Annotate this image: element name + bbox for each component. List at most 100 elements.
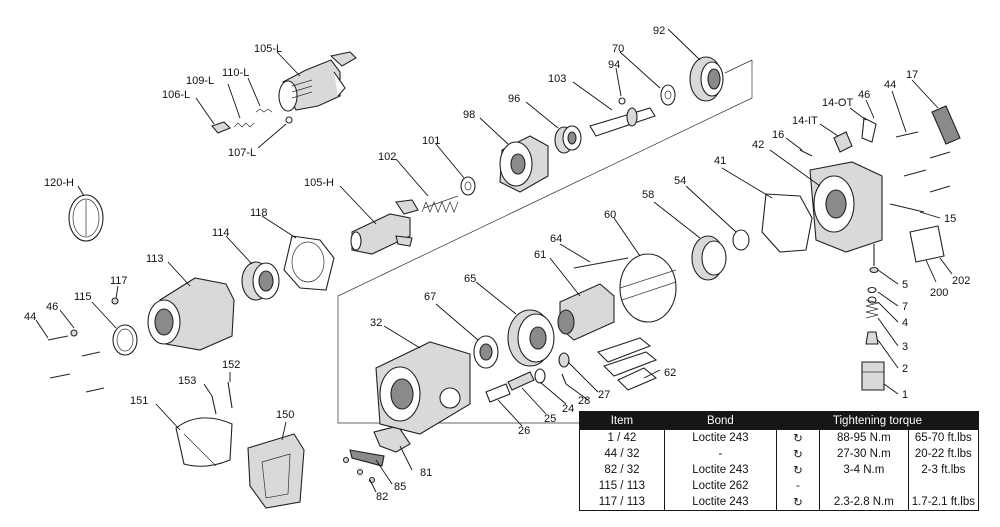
cell-torque-ftlbs: 65-70 ft.lbs bbox=[907, 429, 980, 446]
part-115-ring bbox=[112, 324, 138, 356]
label-16: 16 bbox=[772, 129, 784, 141]
label-101: 101 bbox=[422, 135, 440, 147]
label-102: 102 bbox=[378, 151, 396, 163]
clockwise-arrow-icon: ↻ bbox=[775, 446, 820, 462]
label-44-right: 44 bbox=[884, 79, 896, 91]
part-118-gasket bbox=[283, 235, 335, 291]
label-118: 118 bbox=[250, 207, 268, 219]
label-94: 94 bbox=[608, 59, 620, 71]
label-54: 54 bbox=[674, 175, 686, 187]
table-row: 117 / 113 Loctite 243 ↻ 2.3-2.8 N.m 1.7-… bbox=[579, 494, 980, 511]
cell-item: 117 / 113 bbox=[579, 494, 665, 511]
part-105-l-lever bbox=[278, 51, 357, 112]
label-117: 117 bbox=[110, 275, 128, 287]
header-bond: Bond bbox=[663, 411, 777, 430]
label-44-left: 44 bbox=[24, 311, 36, 323]
part-27-valve bbox=[558, 352, 570, 368]
label-107-l: 107-L bbox=[228, 147, 256, 159]
part-70-washer bbox=[660, 84, 676, 106]
part-153-bolt bbox=[211, 395, 217, 415]
part-58-rear-plate bbox=[691, 235, 727, 281]
label-1: 1 bbox=[902, 389, 908, 401]
label-103: 103 bbox=[548, 73, 566, 85]
cell-torque-nm: 27-30 N.m bbox=[818, 446, 909, 462]
label-17: 17 bbox=[906, 69, 918, 81]
part-114-bushing bbox=[241, 261, 280, 301]
part-113-front-housing bbox=[147, 277, 235, 351]
label-64: 64 bbox=[550, 233, 562, 245]
label-60: 60 bbox=[604, 209, 616, 221]
label-42: 42 bbox=[752, 139, 764, 151]
label-28: 28 bbox=[578, 395, 590, 407]
label-113: 113 bbox=[146, 253, 164, 265]
part-28-pin bbox=[561, 373, 567, 385]
label-58: 58 bbox=[642, 189, 654, 201]
part-151-strap bbox=[175, 417, 233, 467]
part-96-bushing bbox=[554, 125, 582, 154]
part-4-washer bbox=[867, 296, 877, 304]
part-15-rod bbox=[889, 203, 925, 213]
label-120-h: 120-H bbox=[44, 177, 74, 189]
label-114: 114 bbox=[212, 227, 230, 239]
label-24: 24 bbox=[562, 403, 574, 415]
part-92-ring-gear bbox=[689, 56, 724, 102]
label-2: 2 bbox=[902, 363, 908, 375]
label-5: 5 bbox=[902, 279, 908, 291]
part-42-back-cover bbox=[809, 161, 883, 253]
bolt-set-right bbox=[895, 131, 951, 193]
label-92: 92 bbox=[653, 25, 665, 37]
leader-lines bbox=[35, 28, 953, 493]
clockwise-arrow-icon: ↻ bbox=[775, 462, 820, 478]
cell-bond: Loctite 243 bbox=[663, 429, 777, 446]
part-152-bolt bbox=[227, 381, 233, 409]
label-25: 25 bbox=[544, 413, 556, 425]
table-row: 115 / 113 Loctite 262 - bbox=[579, 478, 980, 494]
torque-table: Item Bond Tightening torque 1 / 42 Locti… bbox=[579, 411, 980, 511]
cell-torque-ftlbs: 2-3 ft.lbs bbox=[907, 462, 980, 478]
table-row: 44 / 32 - ↻ 27-30 N.m 20-22 ft.lbs bbox=[579, 446, 980, 462]
label-151: 151 bbox=[130, 395, 148, 407]
label-14-it: 14-IT bbox=[792, 115, 818, 127]
part-200-plate bbox=[909, 225, 945, 263]
part-110-l-spring bbox=[255, 108, 273, 113]
clockwise-arrow-icon: ↻ bbox=[775, 429, 820, 446]
label-32: 32 bbox=[370, 317, 382, 329]
part-54-bearing bbox=[732, 229, 750, 251]
part-24-ring bbox=[534, 368, 546, 384]
label-105-l: 105-L bbox=[254, 43, 282, 55]
header-item: Item bbox=[579, 411, 665, 430]
label-96: 96 bbox=[508, 93, 520, 105]
part-7-ring bbox=[867, 286, 877, 294]
clockwise-arrow-icon: ↻ bbox=[775, 494, 820, 511]
torque-table-header: Item Bond Tightening torque bbox=[579, 411, 980, 430]
label-81: 81 bbox=[420, 467, 432, 479]
label-200: 200 bbox=[930, 287, 948, 299]
label-106-l: 106-L bbox=[162, 89, 190, 101]
cell-item: 115 / 113 bbox=[579, 478, 665, 494]
cell-item: 1 / 42 bbox=[579, 429, 665, 446]
label-62: 62 bbox=[664, 367, 676, 379]
label-41: 41 bbox=[714, 155, 726, 167]
cell-torque-ftlbs: 20-22 ft.lbs bbox=[907, 446, 980, 462]
label-109-l: 109-L bbox=[186, 75, 214, 87]
part-62-vanes bbox=[596, 337, 658, 391]
part-82-screws bbox=[342, 456, 376, 484]
part-3-spring bbox=[865, 299, 879, 319]
label-152: 152 bbox=[222, 359, 240, 371]
table-row: 1 / 42 Loctite 243 ↻ 88-95 N.m 65-70 ft.… bbox=[579, 429, 980, 446]
bolt-set-left bbox=[47, 329, 105, 393]
label-70: 70 bbox=[612, 43, 624, 55]
label-98: 98 bbox=[463, 109, 475, 121]
header-tightening-torque: Tightening torque bbox=[775, 411, 980, 430]
cell-bond: Loctite 243 bbox=[663, 494, 777, 511]
part-120-h-ring bbox=[68, 194, 104, 242]
part-106-l-key bbox=[211, 121, 231, 134]
label-110-l: 110-L bbox=[222, 67, 249, 79]
part-25-valve-stem bbox=[507, 371, 535, 391]
label-82: 82 bbox=[376, 491, 388, 503]
part-5-screw bbox=[869, 244, 879, 274]
part-14-it-lever bbox=[833, 131, 853, 153]
part-85-trigger-plate bbox=[349, 449, 385, 467]
part-94-ball bbox=[618, 97, 626, 105]
